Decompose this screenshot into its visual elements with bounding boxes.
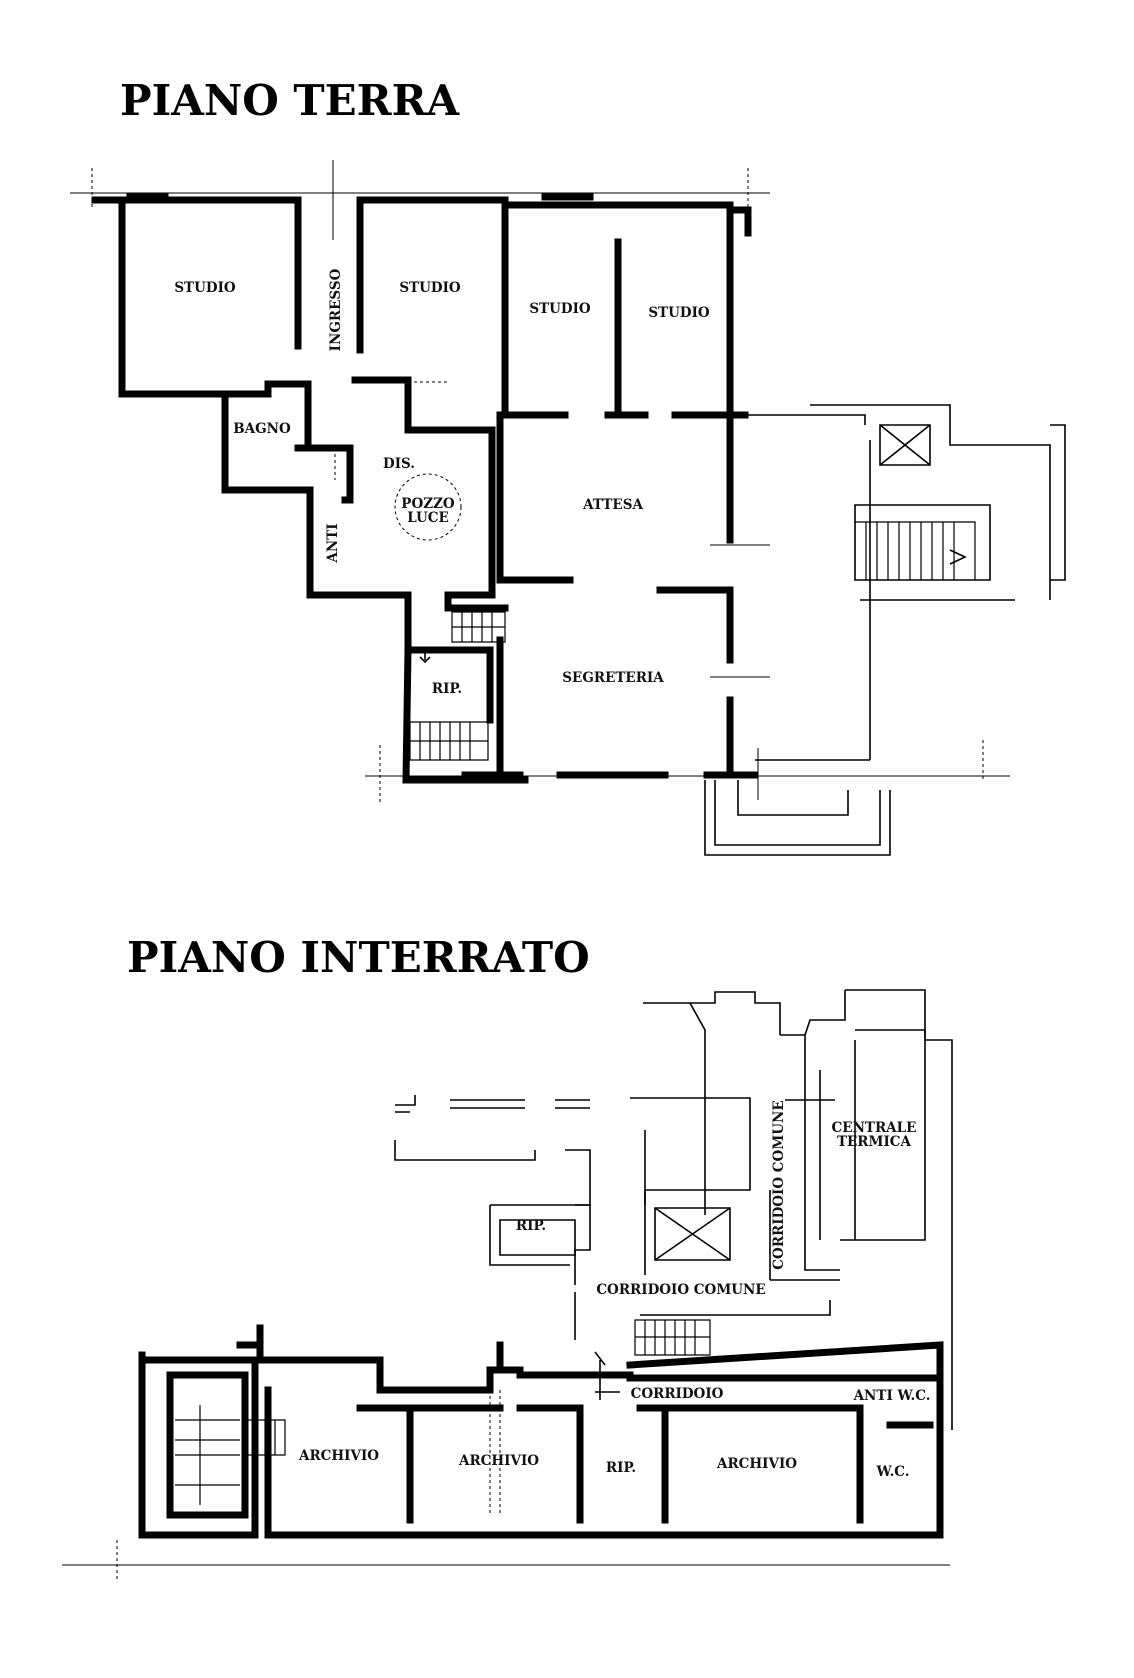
room-label-anti-wc: ANTI W.C.: [853, 1388, 931, 1404]
room-label-segreteria: SEGRETERIA: [562, 670, 664, 686]
room-label-pozzo: POZZO: [401, 496, 455, 512]
room-label-ingresso: INGRESSO: [328, 268, 344, 351]
light-well-circle: [394, 473, 462, 541]
room-label-archivio: ARCHIVIO: [298, 1448, 379, 1464]
room-label-archivio: ARCHIVIO: [458, 1453, 539, 1469]
room-label-studio: STUDIO: [529, 301, 591, 317]
ground-floor-plan: [70, 160, 1066, 856]
room-label-rip: RIP.: [516, 1218, 546, 1234]
room-label-corridoio-comune: CORRIDOIO COMUNE: [596, 1282, 765, 1298]
room-label-corridoio-comune-vertical: CORRIDOIO COMUNE: [771, 1100, 787, 1269]
room-label-bagno: BAGNO: [233, 421, 291, 437]
room-label-rip: RIP.: [606, 1460, 636, 1476]
basement-title: PIANO INTERRATO: [127, 933, 590, 982]
room-label-corridoio: CORRIDOIO: [631, 1386, 724, 1402]
room-label-luce: LUCE: [407, 510, 449, 526]
room-label-studio: STUDIO: [648, 305, 710, 321]
room-label-attesa: ATTESA: [582, 497, 643, 513]
ground-floor-title: PIANO TERRA: [120, 76, 460, 125]
room-label-archivio: ARCHIVIO: [716, 1456, 797, 1472]
room-label-dis: DIS.: [383, 456, 415, 472]
room-label-anti: ANTI: [325, 523, 341, 563]
room-label-wc: W.C.: [876, 1464, 910, 1480]
room-label-termica: TERMICA: [837, 1134, 912, 1150]
room-label-studio: STUDIO: [174, 280, 236, 296]
basement-plan: [62, 989, 953, 1580]
room-label-rip: RIP.: [432, 681, 462, 697]
room-label-studio: STUDIO: [399, 280, 461, 296]
room-label-centrale: CENTRALE: [832, 1120, 917, 1136]
